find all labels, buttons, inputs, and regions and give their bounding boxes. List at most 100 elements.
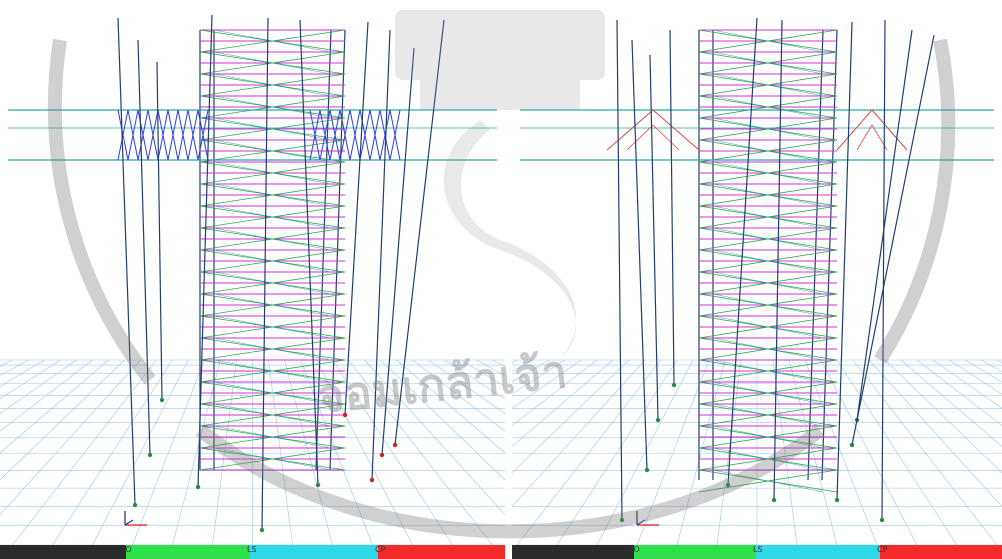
- outrigger-brace: [389, 109, 401, 161]
- ground-grid-line: [556, 359, 678, 545]
- tower-column: [807, 29, 824, 481]
- ground-grid-line: [0, 359, 13, 367]
- support-node: [671, 382, 677, 388]
- ground-grid-line: [332, 359, 453, 545]
- outrigger-brace: [147, 109, 159, 161]
- ground-grid-line: [884, 359, 1002, 474]
- ground-grid-line: [0, 359, 125, 481]
- ground-grid-line: [980, 359, 1002, 372]
- support-node: [644, 467, 650, 473]
- legend-segment-base: [0, 545, 126, 559]
- outrigger-brace: [137, 109, 149, 161]
- ground-grid-line: [132, 359, 205, 545]
- model-view-right[interactable]: [512, 0, 1002, 545]
- outrigger-brace: [127, 109, 139, 161]
- brace: [712, 315, 824, 339]
- support-node: [655, 417, 661, 423]
- ground-grid-line: [512, 359, 518, 363]
- tower-column: [821, 29, 838, 481]
- outrigger-truss: [606, 109, 654, 151]
- brace: [712, 293, 824, 317]
- ground-grid-line: [396, 359, 505, 454]
- brace: [213, 249, 332, 273]
- ground-grid-line: [52, 359, 173, 545]
- perimeter-column: [197, 14, 213, 488]
- ground-grid-line: [512, 359, 646, 507]
- brace: [213, 117, 332, 141]
- outrigger-brace: [379, 109, 391, 161]
- perimeter-column: [381, 47, 415, 456]
- outrigger-truss: [856, 124, 873, 151]
- support-node: [849, 442, 855, 448]
- legend-segment-cp: CP: [375, 545, 505, 559]
- brace: [213, 381, 332, 405]
- ground-grid-line: [0, 359, 29, 377]
- support-node: [315, 482, 321, 488]
- legend-segment-ls: LS: [247, 545, 378, 559]
- brace: [213, 403, 332, 427]
- ground-grid-line: [0, 359, 109, 454]
- model-view-left[interactable]: [0, 0, 505, 545]
- brace: [213, 337, 332, 361]
- axis-y: [124, 519, 134, 526]
- ground-grid-line: [964, 359, 1002, 383]
- brace: [712, 403, 824, 427]
- ground-grid-line: [212, 359, 237, 545]
- perimeter-column: [156, 61, 163, 401]
- perimeter-column: [669, 29, 675, 386]
- support-node: [379, 452, 385, 458]
- outrigger-brace: [329, 109, 341, 161]
- ground-grid-line: [412, 359, 505, 432]
- perimeter-column: [344, 21, 369, 416]
- legend-segment-cp: CP: [877, 545, 1002, 559]
- outrigger-brace: [167, 109, 179, 161]
- ground-grid-line: [820, 359, 918, 545]
- ground-grid-line: [12, 359, 157, 545]
- brace: [712, 271, 824, 295]
- support-node: [147, 452, 153, 458]
- viewport-left[interactable]: IO LS CP: [0, 0, 505, 559]
- ground-grid-line: [788, 359, 838, 545]
- hinge-legend-right: IO LS CP: [512, 545, 1002, 559]
- ground-grid-line: [364, 359, 505, 516]
- viewport-right[interactable]: IO LS CP: [512, 0, 1002, 559]
- perimeter-column: [117, 17, 136, 506]
- ground-grid-line: [900, 359, 1002, 447]
- brace: [213, 359, 332, 383]
- brace: [213, 271, 332, 295]
- ground-grid-line: [284, 359, 333, 545]
- ground-grid-line: [916, 359, 1002, 426]
- brace: [712, 359, 824, 383]
- ground-grid-line: [476, 359, 505, 377]
- ground-grid-line: [676, 359, 726, 545]
- axis-y: [636, 519, 646, 526]
- ground-grid-line: [512, 359, 566, 395]
- ground-grid-line: [428, 359, 505, 414]
- support-node: [369, 477, 375, 483]
- ground-grid-line: [444, 359, 505, 400]
- brace: [712, 183, 824, 207]
- brace: [213, 227, 332, 251]
- ground-grid-line: [932, 359, 1002, 409]
- outrigger-brace: [369, 109, 381, 161]
- ground-grid-line: [0, 359, 93, 432]
- perimeter-column: [394, 19, 445, 446]
- ground-grid-line: [636, 359, 710, 545]
- legend-segment-io: IO: [631, 545, 756, 559]
- support-node: [725, 482, 731, 488]
- perimeter-column: [773, 19, 783, 501]
- support-node: [195, 484, 201, 490]
- outrigger-brace: [177, 109, 189, 161]
- brace: [712, 51, 824, 75]
- ground-grid-line: [0, 359, 77, 414]
- outrigger-brace: [187, 109, 199, 161]
- ground-grid-line: [268, 359, 293, 545]
- support-node: [879, 517, 885, 523]
- perimeter-column: [856, 29, 913, 421]
- outrigger-truss: [871, 109, 908, 151]
- perimeter-column: [836, 21, 853, 501]
- perimeter-column: [299, 19, 319, 486]
- brace: [712, 469, 824, 493]
- brace: [712, 447, 824, 471]
- brace: [213, 95, 332, 119]
